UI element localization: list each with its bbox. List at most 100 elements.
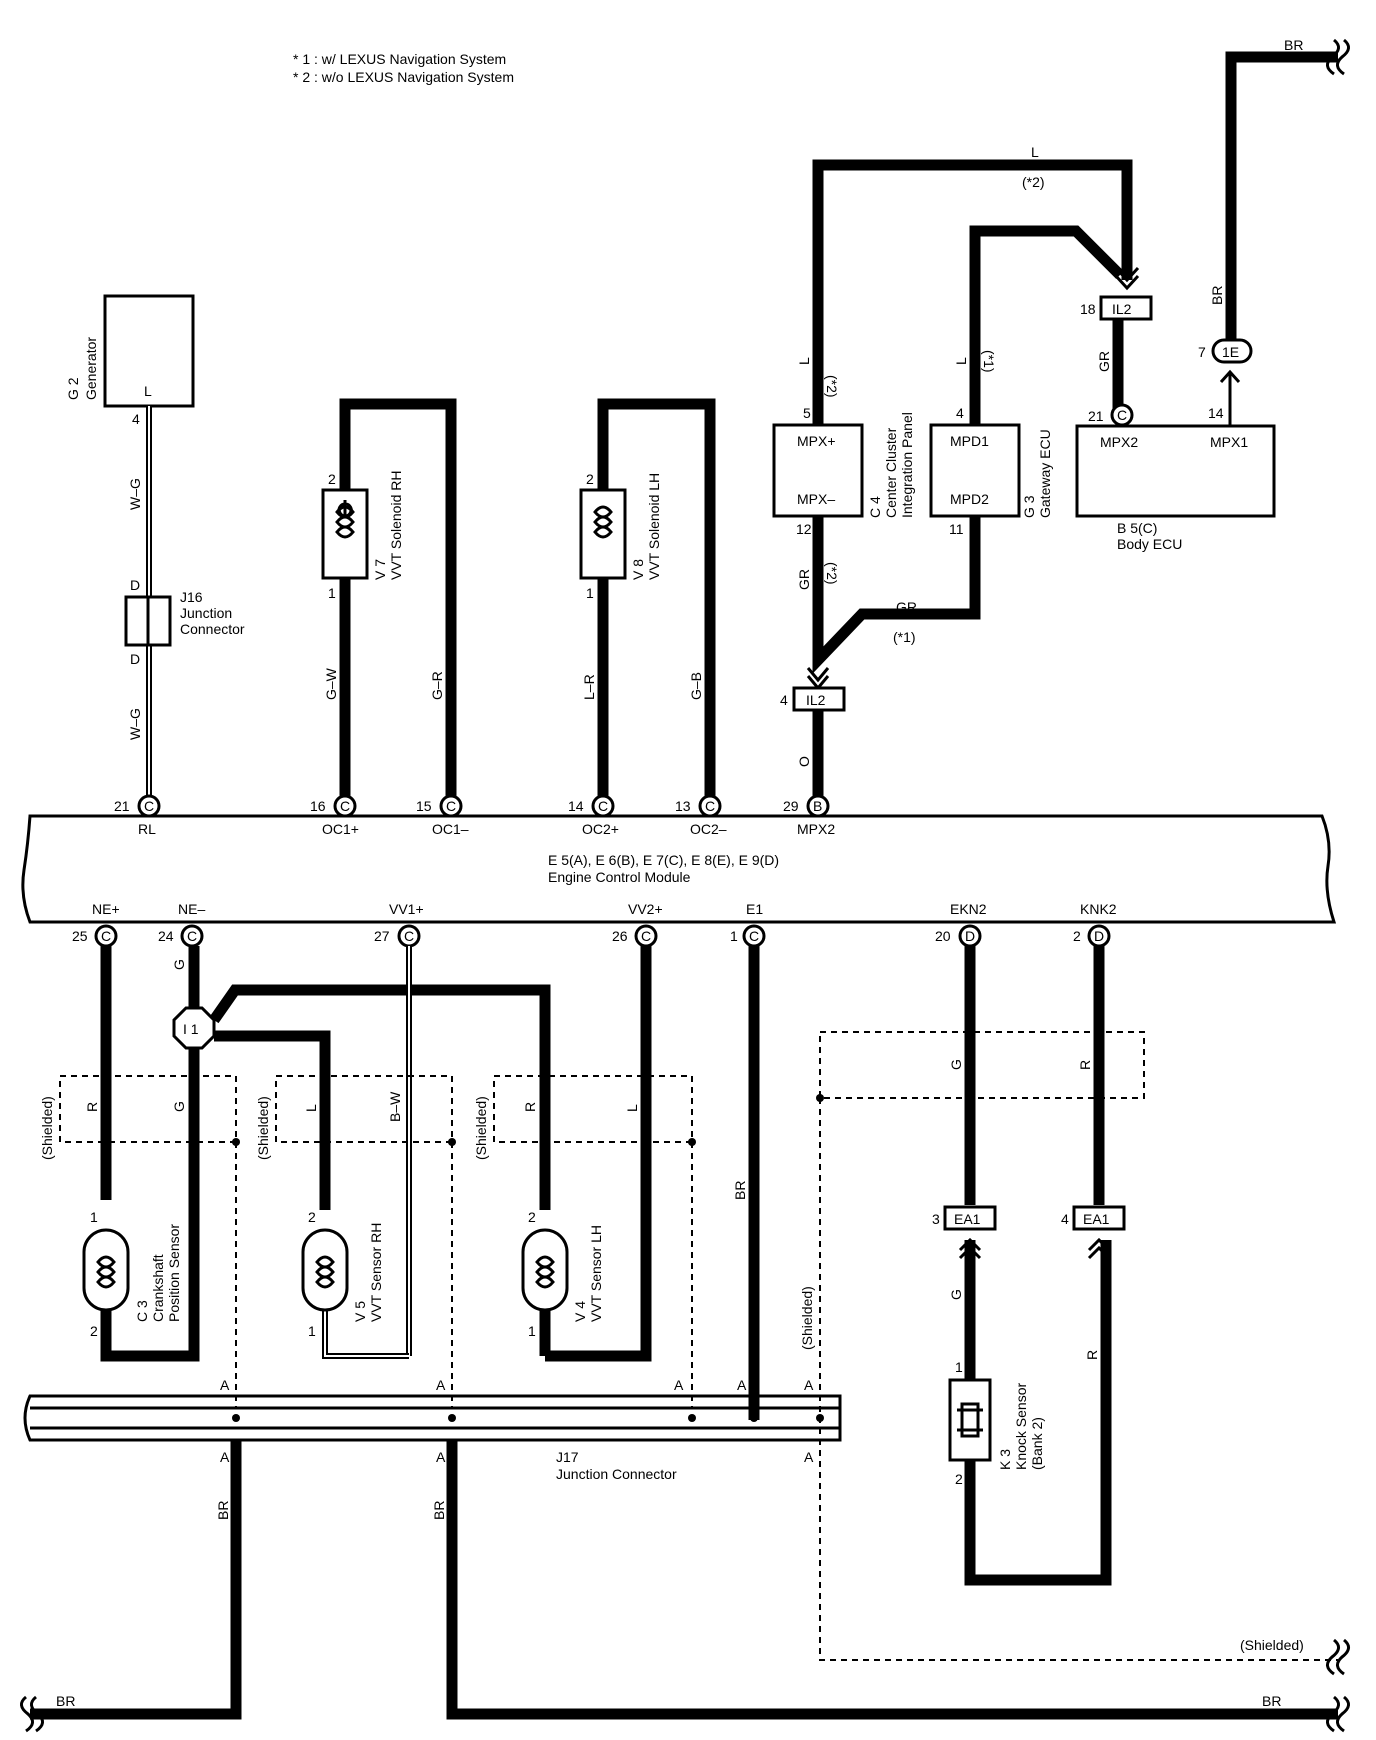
vvt-solenoid-lh: 2 1 V 8 VVT Solenoid LH <box>579 471 662 601</box>
connector-ea1-right: EA1 4 <box>1061 1205 1126 1231</box>
svg-text:(Shielded): (Shielded) <box>39 1096 55 1160</box>
svg-text:KNK2: KNK2 <box>1080 901 1117 917</box>
svg-text:A: A <box>804 1449 814 1465</box>
g2-label: G 2 <box>65 377 81 400</box>
wire-knock: G R G R <box>948 946 1112 1586</box>
svg-text:27: 27 <box>374 928 390 944</box>
svg-text:Crankshaft: Crankshaft <box>150 1254 166 1322</box>
svg-text:29: 29 <box>783 798 799 814</box>
svg-text:2: 2 <box>328 471 336 487</box>
svg-text:B: B <box>813 798 822 814</box>
svg-text:A: A <box>436 1449 446 1465</box>
svg-text:E1: E1 <box>746 901 763 917</box>
svg-text:1: 1 <box>955 1359 963 1375</box>
svg-text:C: C <box>598 798 608 814</box>
svg-text:G: G <box>948 1289 964 1300</box>
svg-text:VVT Sensor RH: VVT Sensor RH <box>368 1223 384 1322</box>
wire-w-g: W–G W–G <box>127 406 152 800</box>
svg-text:21: 21 <box>1088 408 1104 424</box>
svg-text:D: D <box>1094 928 1104 944</box>
svg-text:(Shielded): (Shielded) <box>1240 1637 1304 1653</box>
svg-text:13: 13 <box>675 798 691 814</box>
knock-sensor-k3: 1 2 K 3 Knock Sensor (Bank 2) <box>948 1359 1045 1487</box>
svg-text:R: R <box>1084 1350 1100 1360</box>
svg-text:NE–: NE– <box>178 901 205 917</box>
engine-control-module: E 5(A), E 6(B), E 7(C), E 8(E), E 9(D) E… <box>21 814 1337 924</box>
svg-text:OC2+: OC2+ <box>582 821 619 837</box>
svg-text:BR: BR <box>431 1501 447 1520</box>
svg-text:C: C <box>749 928 759 944</box>
generator-g2: L G 2 Generator 4 <box>65 294 195 427</box>
connector-il2-top: IL2 18 <box>1080 295 1153 321</box>
svg-text:V 8: V 8 <box>630 559 646 580</box>
svg-text:(*1): (*1) <box>893 629 916 645</box>
svg-text:IL2: IL2 <box>806 692 826 708</box>
svg-text:2: 2 <box>586 471 594 487</box>
svg-text:15: 15 <box>416 798 432 814</box>
svg-text:20: 20 <box>935 928 951 944</box>
svg-text:Center Cluster: Center Cluster <box>883 427 899 518</box>
svg-text:1: 1 <box>586 585 594 601</box>
svg-text:VVT Solenoid LH: VVT Solenoid LH <box>646 473 662 580</box>
svg-text:EA1: EA1 <box>1083 1211 1110 1227</box>
svg-text:C: C <box>404 928 414 944</box>
svg-text:(*2): (*2) <box>1022 174 1045 190</box>
svg-text:OC1+: OC1+ <box>322 821 359 837</box>
svg-text:C: C <box>101 928 111 944</box>
svg-text:(*2): (*2) <box>824 375 840 398</box>
svg-text:C: C <box>705 798 715 814</box>
svg-text:1: 1 <box>528 1323 536 1339</box>
gateway-ecu-g3: MPD1 MPD2 4 11 G 3 Gateway ECU <box>929 405 1053 537</box>
svg-text:1: 1 <box>730 928 738 944</box>
ecm-refs: E 5(A), E 6(B), E 7(C), E 8(E), E 9(D) <box>548 852 779 868</box>
svg-text:MPX+: MPX+ <box>797 433 836 449</box>
svg-text:C: C <box>187 928 197 944</box>
svg-text:Connector: Connector <box>180 621 245 637</box>
svg-text:L: L <box>1031 144 1039 160</box>
svg-text:C: C <box>641 928 651 944</box>
svg-text:A: A <box>804 1377 814 1393</box>
svg-text:R: R <box>1077 1060 1093 1070</box>
svg-text:VVT Solenoid RH: VVT Solenoid RH <box>388 471 404 580</box>
br-bus-top: BR <box>1225 37 1350 362</box>
svg-text:2: 2 <box>90 1323 98 1339</box>
svg-text:4: 4 <box>1061 1211 1069 1227</box>
svg-text:MPX–: MPX– <box>797 491 835 507</box>
note-1: * 1 : w/ LEXUS Navigation System <box>293 51 506 67</box>
wire-oc2: L–R G–B <box>581 398 716 800</box>
wire-mpx: L (*2) L (*2) L (*1) GR BR GR (*2) GR (*… <box>796 144 1241 800</box>
svg-text:BR: BR <box>56 1693 75 1709</box>
svg-text:NE+: NE+ <box>92 901 120 917</box>
svg-text:2: 2 <box>1073 928 1081 944</box>
connector-ea1-left: EA1 3 <box>932 1205 997 1231</box>
junction-connector-j16: D D J16 Junction Connector <box>124 577 245 667</box>
svg-text:L: L <box>796 357 812 365</box>
svg-text:D: D <box>130 651 140 667</box>
svg-text:A: A <box>674 1377 684 1393</box>
svg-text:W–G: W–G <box>127 478 143 510</box>
ecm-name: Engine Control Module <box>548 869 691 885</box>
svg-text:J16: J16 <box>180 589 203 605</box>
svg-text:(Bank 2): (Bank 2) <box>1029 1417 1045 1470</box>
svg-text:C: C <box>144 798 154 814</box>
svg-text:Integration Panel: Integration Panel <box>899 412 915 518</box>
svg-text:(Shielded): (Shielded) <box>255 1096 271 1160</box>
svg-text:21: 21 <box>114 798 130 814</box>
svg-text:Gateway ECU: Gateway ECU <box>1037 429 1053 518</box>
vvt-sensor-lh-v4: 2 1 V 4 VVT Sensor LH <box>521 1209 604 1339</box>
svg-text:2: 2 <box>528 1209 536 1225</box>
svg-text:O: O <box>796 756 812 767</box>
svg-text:Junction: Junction <box>180 605 232 621</box>
svg-text:14: 14 <box>1208 405 1224 421</box>
svg-text:14: 14 <box>568 798 584 814</box>
crankshaft-position-sensor-c3: 1 2 C 3 Crankshaft Position Sensor <box>82 1209 182 1339</box>
svg-text:L: L <box>953 357 969 365</box>
svg-text:26: 26 <box>612 928 628 944</box>
svg-text:I 1: I 1 <box>183 1021 199 1037</box>
svg-text:A: A <box>220 1449 230 1465</box>
svg-text:C: C <box>446 798 456 814</box>
svg-text:25: 25 <box>72 928 88 944</box>
